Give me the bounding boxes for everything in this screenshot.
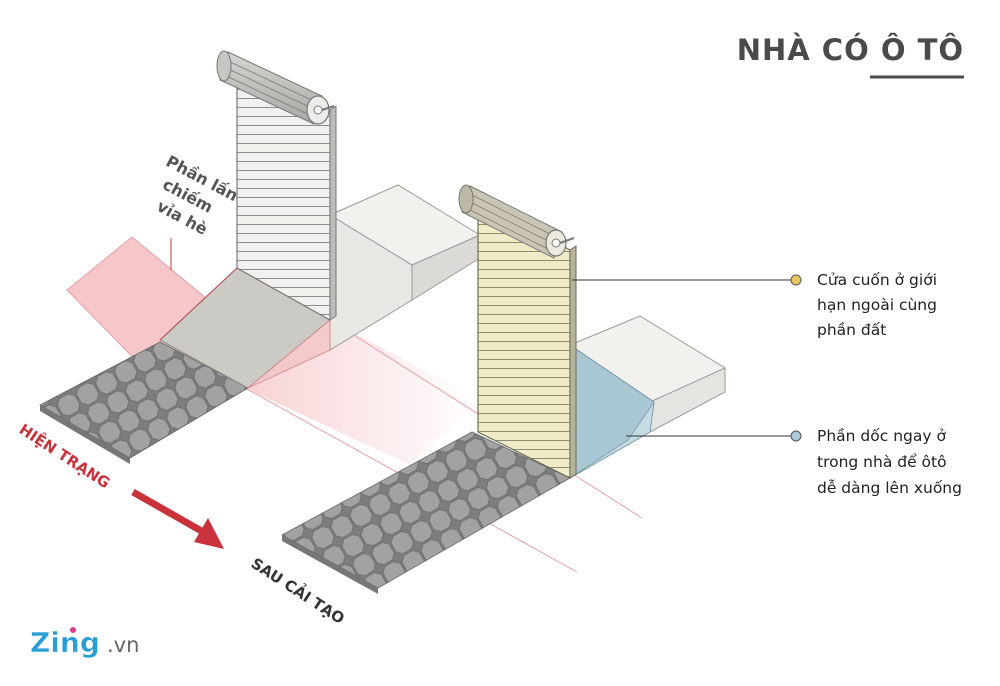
logo-suffix: .vn <box>107 633 139 657</box>
callout-ramp-line-2: trong nhà để ôtô <box>817 453 947 471</box>
encroach-label: Phần lấn chiếm vỉa hè <box>154 151 241 238</box>
callout-door-dot <box>790 274 802 286</box>
logo-brand: Zing <box>30 626 100 659</box>
callout-door-line-1: Cửa cuốn ở giới <box>817 271 937 289</box>
after-state-scene <box>281 184 727 594</box>
callout-door-line-3: phần đất <box>817 321 886 339</box>
transition-arrow-icon <box>131 488 224 549</box>
door-roller-after <box>458 184 575 259</box>
current-state-scene <box>39 50 482 465</box>
diagram-title: NHÀ CÓ Ô TÔ <box>737 33 964 67</box>
callout-ramp-dot <box>790 430 802 442</box>
callout-ramp-line-3: dễ dàng lên xuống <box>817 479 962 497</box>
door-roller-current <box>216 50 335 125</box>
zing-logo: Zing .vn <box>30 626 140 660</box>
callout-door-line-2: hạn ngoài cùng <box>817 296 937 314</box>
callout-ramp-line-1: Phần dốc ngay ở <box>817 427 946 445</box>
svg-text:Zing: Zing <box>30 626 100 659</box>
logo-dot <box>70 627 76 633</box>
